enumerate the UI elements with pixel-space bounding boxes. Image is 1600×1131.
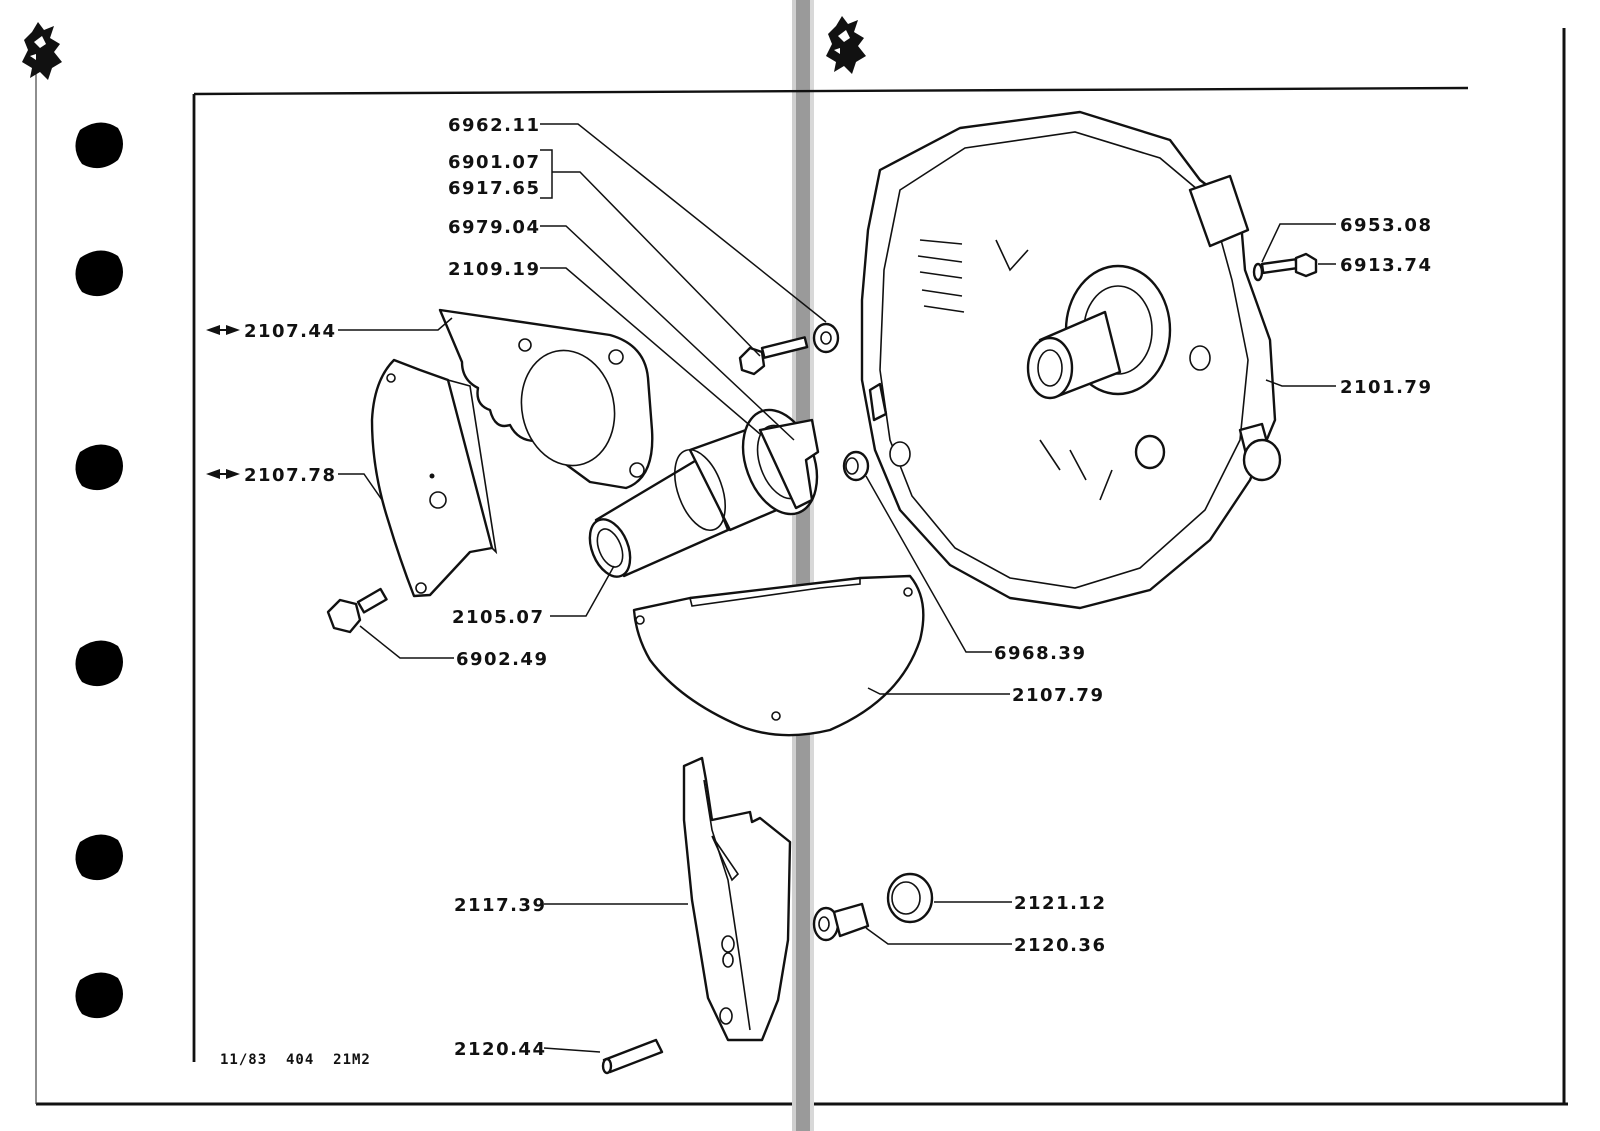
- clip-6979-04: [758, 418, 820, 510]
- washer-6953-08: [1252, 262, 1264, 282]
- callout-2120-36: 2120.36: [1014, 935, 1106, 956]
- callout-6979-04: 6979.04: [448, 217, 540, 238]
- callout-6901-07: 6901.07: [448, 152, 540, 173]
- callout-6917-65: 6917.65: [448, 178, 540, 199]
- callout-6913-74: 6913.74: [1340, 255, 1432, 276]
- bolt-6901-07: [738, 336, 809, 376]
- callout-2101-79: 2101.79: [1340, 377, 1432, 398]
- double-arrow-icon-2107-44: [206, 325, 240, 335]
- callout-2107-79: 2107.79: [1012, 685, 1104, 706]
- side-plate-2107-78: [370, 358, 498, 598]
- release-fork-2117-39: [682, 756, 792, 1042]
- dowel-6968-39: [842, 450, 870, 482]
- footer-code: 11/83 404 21M2: [220, 1052, 371, 1068]
- lion-emblem-icon-right: [826, 16, 866, 74]
- callout-2109-19: 2109.19: [448, 259, 540, 280]
- clutch-housing-2101-79: [860, 110, 1282, 610]
- bolt-6913-74: [1260, 252, 1318, 278]
- rubber-boot-2121-12: [886, 872, 934, 924]
- callout-6968-39: 6968.39: [994, 643, 1086, 664]
- book-gutter: [796, 0, 810, 1131]
- leader-lines: [338, 123, 1336, 1053]
- callout-6962-11: 6962.11: [448, 115, 540, 136]
- callout-2107-78: 2107.78: [244, 465, 336, 486]
- cover-plate-2107-79: [632, 574, 925, 737]
- washer-6962-11: [812, 322, 840, 354]
- callout-2117-39: 2117.39: [454, 895, 546, 916]
- gasket-plate-2107-44: [438, 308, 654, 490]
- pin-2120-44: [601, 1038, 664, 1075]
- callout-2107-44: 2107.44: [244, 321, 336, 342]
- callout-2120-44: 2120.44: [454, 1039, 546, 1060]
- frame-top-line: [193, 86, 1469, 96]
- binder-holes: [75, 122, 123, 1019]
- callout-2105-07: 2105.07: [452, 607, 544, 628]
- hex-bolt-6902-49: [326, 587, 388, 634]
- callout-2121-12: 2121.12: [1014, 893, 1106, 914]
- double-arrow-icon-2107-78: [206, 469, 240, 479]
- callout-6902-49: 6902.49: [456, 649, 548, 670]
- guide-tube-2105-07: [588, 456, 730, 578]
- ball-stud-2120-36: [812, 902, 870, 942]
- lion-emblem-icon-left: [22, 22, 62, 80]
- callout-6953-08: 6953.08: [1340, 215, 1432, 236]
